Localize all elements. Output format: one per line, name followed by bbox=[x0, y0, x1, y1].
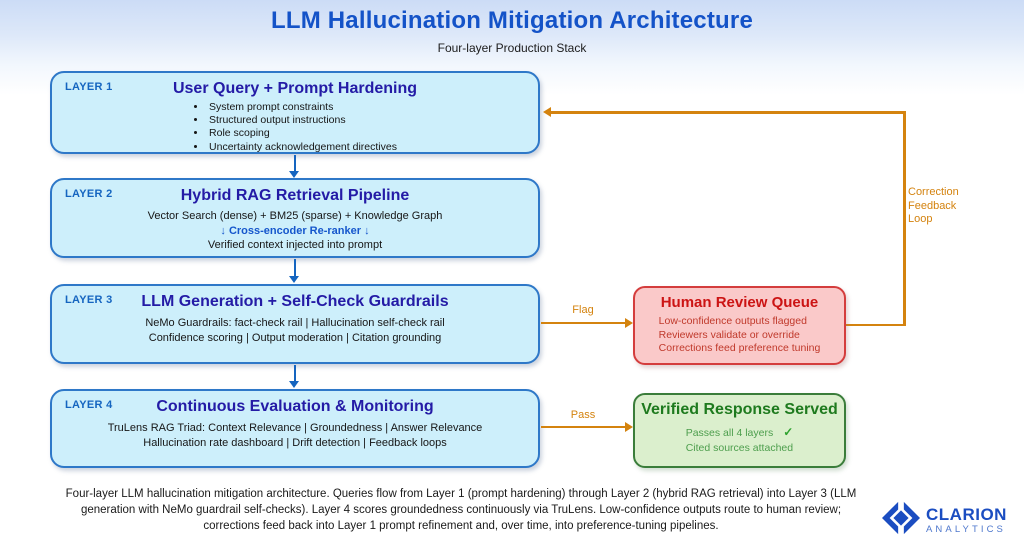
verified-response-box: Verified Response Served Passes all 4 la… bbox=[633, 393, 846, 468]
arrow-down-icon bbox=[289, 276, 299, 283]
connector-layer1-layer2 bbox=[293, 155, 296, 172]
layer4-title: Continuous Evaluation & Monitoring bbox=[156, 398, 434, 415]
layer3-title: LLM Generation + Self-Check Guardrails bbox=[141, 293, 449, 310]
arrow-down-icon bbox=[289, 171, 299, 178]
review-line: Low-confidence outputs flagged bbox=[658, 315, 807, 327]
layer3-line: NeMo Guardrails: fact-check rail | Hallu… bbox=[145, 317, 445, 329]
layer2-badge: LAYER 2 bbox=[65, 188, 113, 200]
human-review-queue-lines: Low-confidence outputs flagged Reviewers… bbox=[659, 315, 821, 356]
check-icon: ✓ bbox=[783, 425, 794, 439]
layer1-box: LAYER 1 User Query + Prompt Hardening Sy… bbox=[50, 71, 540, 154]
human-review-queue-box: Human Review Queue Low-confidence output… bbox=[633, 286, 846, 365]
layer1-bullet: Uncertainty acknowledgement directives bbox=[207, 141, 397, 154]
flag-edge-line bbox=[541, 321, 626, 324]
page-title: LLM Hallucination Mitigation Architectur… bbox=[271, 7, 753, 34]
layer2-line: Verified context injected into prompt bbox=[207, 239, 383, 251]
human-review-queue-title: Human Review Queue bbox=[660, 294, 819, 311]
feedback-loop-label: Correction Feedback Loop bbox=[908, 186, 959, 225]
layer3-line: Confidence scoring | Output moderation |… bbox=[148, 331, 442, 344]
layer4-line: TruLens RAG Triad: Context Relevance | G… bbox=[107, 422, 483, 434]
pass-edge-label: Pass bbox=[570, 409, 596, 421]
pass-edge-line bbox=[541, 425, 626, 428]
figure-caption: Four-layer LLM hallucination mitigation … bbox=[65, 488, 857, 532]
clarion-analytics-logo: CLARION ANALYTICS bbox=[882, 499, 1007, 542]
layer4-line: Hallucination rate dashboard | Drift det… bbox=[143, 436, 447, 449]
arrow-left-icon bbox=[543, 107, 551, 117]
arrow-right-icon bbox=[625, 422, 633, 432]
layer1-bullet-list: System prompt constraints Structured out… bbox=[193, 101, 397, 154]
logo-company-sub: ANALYTICS bbox=[926, 524, 1006, 536]
feedback-loop-line bbox=[903, 111, 906, 326]
verified-response-title: Verified Response Served bbox=[641, 401, 838, 418]
connector-layer2-layer3 bbox=[293, 259, 296, 277]
verified-line: Passes all 4 layers✓ bbox=[685, 425, 794, 439]
review-line: Corrections feed preference tuning bbox=[658, 342, 821, 354]
page-subtitle: Four-layer Production Stack bbox=[437, 41, 587, 55]
arrow-right-icon bbox=[625, 318, 633, 328]
diamond-chevron-logo-icon bbox=[882, 499, 920, 542]
layer4-box: LAYER 4 Continuous Evaluation & Monitori… bbox=[50, 389, 540, 468]
review-line: Reviewers validate or override bbox=[658, 328, 800, 341]
layer1-badge: LAYER 1 bbox=[65, 81, 113, 93]
arrow-down-icon bbox=[289, 381, 299, 388]
layer3-badge: LAYER 3 bbox=[65, 294, 113, 306]
layer1-title: User Query + Prompt Hardening bbox=[172, 80, 418, 97]
flag-edge-label: Flag bbox=[572, 304, 594, 316]
verified-line: Cited sources attached bbox=[685, 441, 794, 454]
feedback-loop-line bbox=[846, 323, 905, 326]
layer2-box: LAYER 2 Hybrid RAG Retrieval Pipeline Ve… bbox=[50, 178, 540, 258]
logo-company-name: CLARION bbox=[926, 505, 1007, 525]
layer1-bullet: System prompt constraints bbox=[207, 101, 397, 114]
layer1-bullet: Structured output instructions bbox=[207, 114, 397, 127]
feedback-loop-line bbox=[551, 111, 905, 114]
layer2-reranker-line: ↓ Cross-encoder Re-ranker ↓ bbox=[220, 224, 370, 237]
layer2-title: Hybrid RAG Retrieval Pipeline bbox=[180, 187, 410, 204]
layer2-line: Vector Search (dense) + BM25 (sparse) + … bbox=[147, 210, 443, 222]
layer4-badge: LAYER 4 bbox=[65, 399, 113, 411]
layer3-box: LAYER 3 LLM Generation + Self-Check Guar… bbox=[50, 284, 540, 364]
connector-layer3-layer4 bbox=[293, 365, 296, 382]
verified-response-lines: Passes all 4 layers✓ Cited sources attac… bbox=[686, 425, 794, 455]
layer1-bullet: Role scoping bbox=[207, 127, 397, 140]
